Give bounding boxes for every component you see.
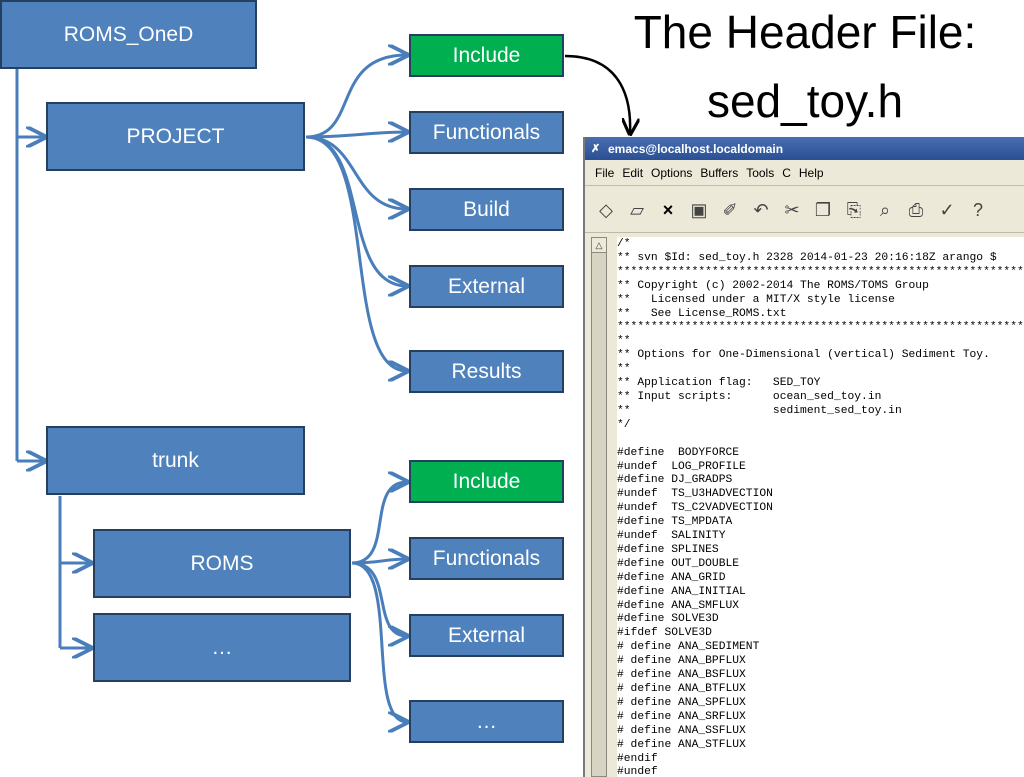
node-roms-include: Include bbox=[409, 460, 564, 503]
node-trunk: trunk bbox=[46, 426, 305, 495]
node-roms: ROMS bbox=[93, 529, 351, 598]
code-line: ** svn $Id: sed_toy.h 2328 2014-01-23 20… bbox=[617, 251, 997, 264]
copy-icon[interactable]: ❐ bbox=[814, 200, 832, 220]
node-project-functionals: Functionals bbox=[409, 111, 564, 154]
menu-buffers[interactable]: Buffers bbox=[700, 165, 739, 180]
emacs-app-icon: ✗ bbox=[591, 142, 601, 155]
code-line: ** Copyright (c) 2002-2014 The ROMS/TOMS… bbox=[617, 279, 929, 292]
code-line: #ifdef SOLVE3D bbox=[617, 627, 712, 640]
menu-options[interactable]: Options bbox=[651, 165, 693, 180]
emacs-menubar: File Edit Options Buffers Tools C Help bbox=[585, 160, 1024, 186]
search-icon[interactable]: ⌕ bbox=[879, 200, 891, 220]
save-icon[interactable]: ▣ bbox=[690, 200, 708, 220]
code-line: ** See License_ROMS.txt bbox=[617, 307, 787, 320]
code-line: */ bbox=[617, 418, 631, 431]
save-as-icon[interactable]: ✐ bbox=[722, 200, 738, 220]
code-line: ** Licensed under a MIT/X style license bbox=[617, 293, 895, 306]
arrow-include-to-header bbox=[564, 54, 630, 134]
menu-edit[interactable]: Edit bbox=[622, 165, 644, 180]
help-icon[interactable]: ? bbox=[972, 200, 983, 220]
code-line: #define DJ_GRADPS bbox=[617, 474, 733, 487]
spell-icon[interactable]: ✓ bbox=[939, 200, 955, 220]
node-roms-ellipsis: … bbox=[409, 700, 564, 743]
emacs-toolbar: ◇ ▱ × ▣ ✐ ↶ ✂ ❐ ⎘ ⌕ ⎙ ✓ ? bbox=[585, 189, 1024, 233]
code-line: /* bbox=[617, 238, 631, 250]
menu-tools[interactable]: Tools bbox=[746, 165, 775, 180]
code-line: ** Options for One-Dimensional (vertical… bbox=[617, 349, 990, 362]
menu-c[interactable]: C bbox=[782, 165, 791, 180]
node-project-build: Build bbox=[409, 188, 564, 231]
code-line: #define ANA_SMFLUX bbox=[617, 599, 740, 612]
code-line: #define BODYFORCE bbox=[617, 446, 740, 459]
emacs-window: ✗ emacs@localhost.localdomain File Edit … bbox=[583, 137, 1024, 777]
emacs-window-title: emacs@localhost.localdomain bbox=[608, 141, 784, 156]
undo-icon[interactable]: ↶ bbox=[753, 200, 769, 220]
arrow-project-build bbox=[305, 135, 407, 209]
slide-title-line2: sed_toy.h bbox=[706, 75, 904, 127]
code-line: ** bbox=[617, 363, 631, 376]
arrow-project-include bbox=[305, 55, 407, 139]
code-line: # define ANA_BTFLUX bbox=[617, 683, 746, 695]
node-project-external: External bbox=[409, 265, 564, 308]
node-roms-external: External bbox=[409, 614, 564, 657]
new-file-icon[interactable]: ◇ bbox=[599, 200, 613, 220]
node-project: PROJECT bbox=[46, 102, 305, 171]
slide-title-line1: The Header File: bbox=[633, 6, 977, 58]
arrow-project-results bbox=[305, 135, 407, 371]
code-line: #undef SALINITY bbox=[617, 530, 726, 543]
code-line: #define OUT_DOUBLE bbox=[617, 557, 740, 570]
code-line: ****************************************… bbox=[617, 321, 1024, 334]
open-folder-icon[interactable]: ▱ bbox=[630, 200, 644, 220]
code-line: # define ANA_BPFLUX bbox=[617, 655, 746, 668]
code-line: #endif bbox=[617, 752, 658, 765]
paste-icon[interactable]: ⎘ bbox=[846, 200, 862, 220]
code-line: #define SPLINES bbox=[617, 543, 719, 556]
code-line: # define ANA_SPFLUX bbox=[617, 696, 746, 709]
code-line: # define ANA_SEDIMENT bbox=[617, 641, 760, 654]
node-roms-oned: ROMS_OneD bbox=[0, 0, 257, 69]
code-line: #define TS_MPDATA bbox=[617, 516, 733, 529]
menu-help[interactable]: Help bbox=[798, 165, 824, 180]
code-line: ** bbox=[617, 335, 631, 348]
code-line: ** Application flag: SED_TOY bbox=[617, 377, 821, 390]
code-line: # define ANA_STFLUX bbox=[617, 738, 746, 751]
print-icon[interactable]: ⎙ bbox=[908, 200, 924, 220]
code-line: #define ANA_GRID bbox=[617, 571, 726, 584]
code-line: #undef TS_U3HADVECTION bbox=[617, 488, 773, 501]
code-line: # define ANA_SSFLUX bbox=[617, 724, 746, 737]
scroll-up-icon[interactable]: △ bbox=[592, 238, 606, 253]
close-icon[interactable]: × bbox=[662, 200, 674, 220]
code-buffer[interactable]: /*** svn $Id: sed_toy.h 2328 2014-01-23 … bbox=[617, 237, 1024, 777]
arrow-project-functionals bbox=[305, 132, 407, 137]
emacs-titlebar: ✗ emacs@localhost.localdomain bbox=[585, 137, 1024, 160]
node-trunk-ellipsis: … bbox=[93, 613, 351, 682]
code-line: ****************************************… bbox=[617, 265, 1024, 278]
code-line: ** Input scripts: ocean_sed_toy.in bbox=[617, 390, 882, 403]
arrow-project-external bbox=[305, 135, 407, 286]
arrow-roms-ellipsis bbox=[351, 561, 407, 722]
code-line: #undef TS_C2VADVECTION bbox=[617, 502, 773, 515]
code-line: #define SOLVE3D bbox=[617, 613, 719, 626]
node-project-results: Results bbox=[409, 350, 564, 393]
node-project-include: Include bbox=[409, 34, 564, 77]
code-line: #define ANA_INITIAL bbox=[617, 585, 746, 598]
code-line: # define ANA_SRFLUX bbox=[617, 710, 746, 723]
menu-file[interactable]: File bbox=[595, 165, 615, 180]
node-roms-functionals: Functionals bbox=[409, 537, 564, 580]
code-line: # define ANA_BSFLUX bbox=[617, 669, 746, 682]
code-line bbox=[617, 433, 1024, 447]
arrow-roms-include bbox=[351, 482, 407, 565]
code-line: #undef LOG_PROFILE bbox=[617, 460, 746, 473]
code-line: #undef bbox=[617, 766, 658, 777]
code-line: ** sediment_sed_toy.in bbox=[617, 404, 902, 417]
emacs-scrollbar[interactable]: △ bbox=[591, 237, 607, 777]
cut-icon[interactable]: ✂ bbox=[784, 200, 800, 220]
